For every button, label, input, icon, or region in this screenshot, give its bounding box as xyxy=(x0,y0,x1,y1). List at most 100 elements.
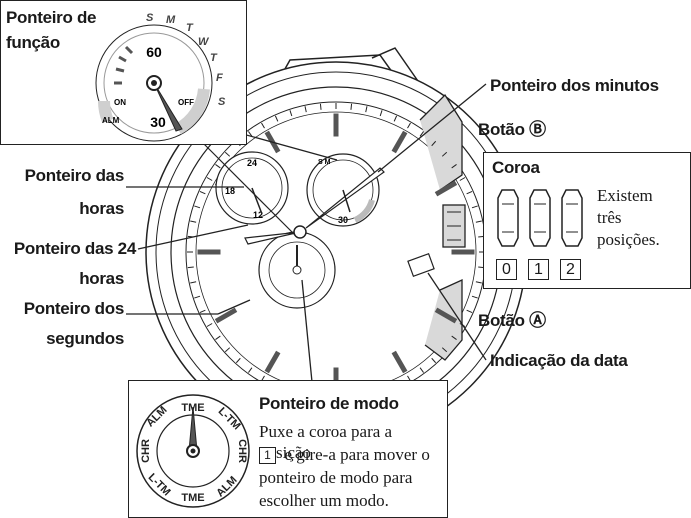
function-dial-30: 30 xyxy=(150,114,166,130)
function-dial-day-m: M xyxy=(166,14,176,26)
minute-tick xyxy=(235,357,241,364)
subdial-24h-label-18: 18 xyxy=(225,186,235,196)
mode-dial-chr-left: CHR xyxy=(140,439,152,463)
minute-tick xyxy=(190,281,197,284)
button-b-shape xyxy=(419,93,463,191)
minute-tick xyxy=(407,122,411,129)
minute-tick xyxy=(187,266,194,269)
minute-tick xyxy=(319,103,322,110)
second-hand-label-line1: Ponteiro dos xyxy=(23,299,125,318)
minute-hand-label: Ponteiro dos minutos xyxy=(490,76,659,95)
hour-hand xyxy=(244,231,301,245)
minute-tick xyxy=(206,177,213,181)
minute-tick xyxy=(393,115,398,122)
minute-tick xyxy=(350,103,353,110)
function-dial-day-s2: S xyxy=(218,96,226,108)
hour-index xyxy=(434,180,458,197)
button-a-label: Botão Ⓐ xyxy=(478,311,546,330)
date-window xyxy=(407,252,435,278)
hour-index xyxy=(264,350,281,374)
crown-position-2: 2 xyxy=(560,259,581,280)
minute-tick xyxy=(224,151,231,157)
minute-tick xyxy=(289,110,293,117)
hour-index xyxy=(391,130,408,154)
minute-tick xyxy=(471,295,478,299)
function-hand-dial: 60 30 ON OFF ALM S M T W T F S xyxy=(95,12,226,142)
minute-tick xyxy=(475,281,482,284)
crown-positions-diagram xyxy=(497,189,583,247)
minute-tick xyxy=(419,131,424,137)
function-dial-day-t: T xyxy=(186,22,194,34)
subdial-24h-label-12: 12 xyxy=(253,210,263,220)
date-indication-label: Indicação da data xyxy=(490,351,628,370)
minute-tick xyxy=(441,347,448,353)
hour-index xyxy=(214,307,238,324)
mode-hand-text-line4: escolher um modo. xyxy=(259,491,389,510)
button-b-label: Botão Ⓑ xyxy=(478,120,546,139)
minute-tick xyxy=(419,367,424,373)
minute-tick xyxy=(274,115,279,122)
function-dial-on: ON xyxy=(114,98,126,107)
crown-box-title: Coroa xyxy=(492,158,540,177)
minute-tick xyxy=(215,164,221,169)
minute-tick xyxy=(466,190,473,195)
minute-tick xyxy=(365,106,368,113)
minute-tick xyxy=(466,309,473,314)
mode-hand-text-line2-text: e gire-a para mover o xyxy=(284,445,430,464)
mode-dial-tme-bottom: TME xyxy=(181,492,204,504)
minute-tick xyxy=(471,205,478,209)
mode-hand-text-line2: 1 e gire-a para mover o xyxy=(259,444,430,465)
minute-tick xyxy=(194,205,201,209)
minute-tick xyxy=(379,110,383,117)
minute-tick xyxy=(248,131,253,137)
function-dial-day-f: F xyxy=(216,72,223,84)
mode-hand-dial: TME TME L-TM L-TM CHR CHR ALM ALM xyxy=(136,394,250,508)
hour-hand-label-line1: Ponteiro das xyxy=(24,166,125,185)
second-hand xyxy=(199,139,297,237)
crown-box: Coroa 0 1 2 Existem três posições. xyxy=(483,152,691,289)
function-dial-day-s: S xyxy=(146,12,154,24)
minute-tick xyxy=(190,220,197,223)
mode-hand-box: TME TME L-TM L-TM CHR CHR ALM ALM Pontei… xyxy=(128,380,448,518)
minute-tick xyxy=(451,164,457,169)
hour-index xyxy=(434,307,458,324)
minute-tick xyxy=(441,151,448,157)
function-hand-box: Ponteiro de função 60 30 ON OFF ALM S M … xyxy=(0,0,247,145)
button-a-shape xyxy=(424,278,463,361)
minute-tick xyxy=(248,367,253,373)
leader-lines xyxy=(126,83,487,383)
function-dial-day-w: W xyxy=(198,36,210,48)
mode-hand-position-ref: 1 xyxy=(259,447,276,465)
svg-text:S M: S M xyxy=(318,159,331,166)
minute-tick xyxy=(224,347,231,353)
function-hand-title-line2: função xyxy=(6,33,60,52)
hand24-label-line2: horas xyxy=(79,269,124,288)
crown-position-1: 1 xyxy=(528,259,549,280)
hour-hand-label-line2: horas xyxy=(79,199,124,218)
minute-tick xyxy=(475,220,482,223)
crown-box-text-line2: três xyxy=(597,208,622,227)
minute-tick xyxy=(199,190,206,195)
function-hand-title-line1: Ponteiro de xyxy=(6,8,97,27)
function-hand-needle xyxy=(153,82,183,132)
hour-index xyxy=(391,350,408,374)
crown-box-text-line3: posições. xyxy=(597,230,660,249)
function-dial-day-t2: T xyxy=(210,52,218,64)
subdial-function-label-30: 30 xyxy=(338,215,348,225)
crown-position-0: 0 xyxy=(496,259,517,280)
minute-tick xyxy=(194,295,201,299)
crown-box-text-line1: Existem xyxy=(597,186,653,205)
minute-tick xyxy=(206,323,213,327)
minute-tick xyxy=(215,335,221,340)
function-dial-off: OFF xyxy=(178,98,194,107)
second-hand-label-line2: segundos xyxy=(46,329,124,348)
function-dial-60: 60 xyxy=(146,44,162,60)
function-dial-alm: ALM xyxy=(102,116,120,125)
hand24-label-line1: Ponteiro das 24 xyxy=(13,239,136,258)
mode-hand-title: Ponteiro de modo xyxy=(259,394,399,413)
minute-tick xyxy=(304,106,307,113)
minute-tick xyxy=(431,357,437,364)
minute-tick xyxy=(451,335,457,340)
minute-tick xyxy=(431,140,437,147)
